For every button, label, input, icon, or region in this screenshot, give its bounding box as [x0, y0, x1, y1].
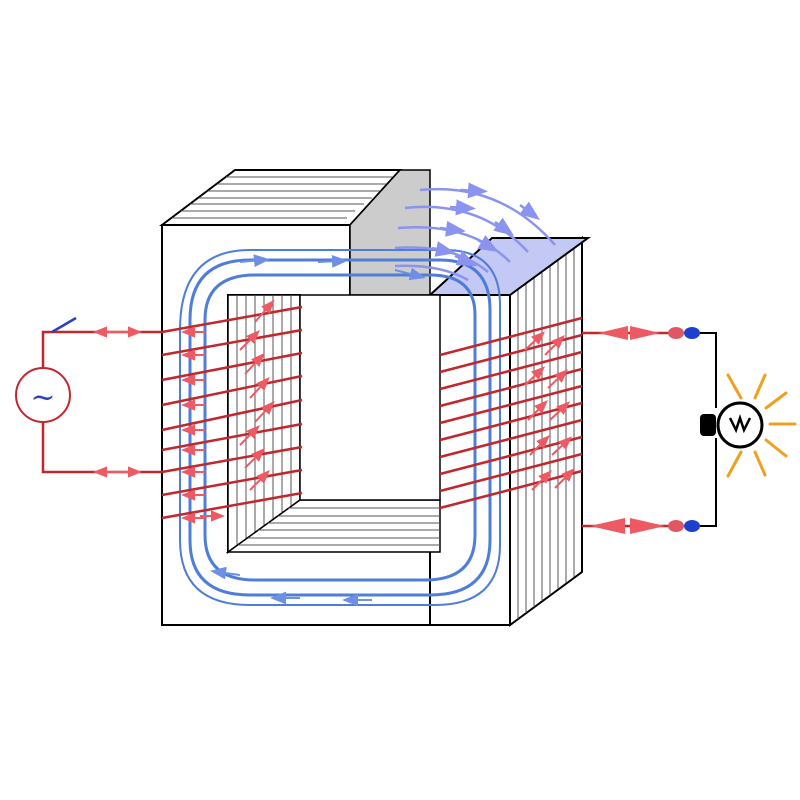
lamp	[700, 373, 797, 478]
switch-lever	[51, 316, 77, 334]
primary-wire-top	[41, 330, 162, 370]
secondary-arrow-top	[598, 326, 628, 340]
secondary-circuit	[582, 326, 717, 534]
leakage-flux	[394, 182, 556, 282]
primary-current-arrows	[181, 299, 275, 524]
terminal-blue-top	[684, 327, 700, 339]
lamp-bulb	[716, 401, 764, 449]
secondary-arrow-bottom	[590, 518, 625, 534]
transformer-core	[159, 169, 592, 627]
core-right-limb-side	[509, 235, 583, 627]
window-back	[299, 294, 441, 501]
ac-source-symbol: ~	[30, 380, 55, 415]
core-cut-face-gray	[349, 169, 431, 296]
terminal-red-top	[668, 327, 684, 339]
ac-source	[15, 367, 71, 423]
flux-loop	[179, 249, 501, 607]
flux-loop-middle	[179, 249, 501, 606]
lamp-filament	[728, 414, 752, 434]
terminal-blue-bottom	[684, 520, 700, 532]
core-top-laminations	[172, 176, 395, 219]
lamp-base	[700, 414, 716, 436]
lamp-rays	[726, 373, 797, 478]
terminal-red-bottom	[668, 520, 684, 532]
window-bottom-laminations	[238, 507, 440, 546]
flux-loop-outer	[188, 258, 492, 597]
secondary-current-arrows	[524, 331, 575, 491]
primary-wire-bottom	[41, 420, 162, 474]
primary-circuit	[15, 316, 162, 478]
